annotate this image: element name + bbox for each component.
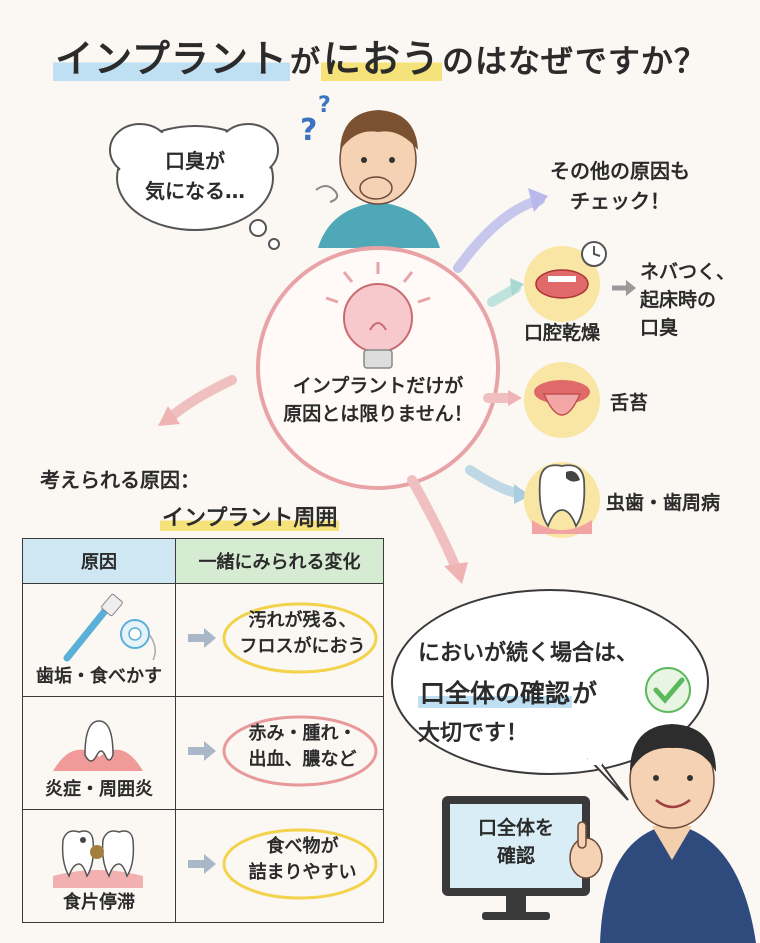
cause-label: 食片停滞 — [63, 892, 135, 913]
other-causes-heading: その他の原因も チェック！ — [520, 156, 720, 216]
dry-mouth-label: 口腔乾燥 — [523, 322, 600, 344]
change-cell: 食べ物が 詰まりやすい — [175, 809, 384, 923]
cause-cell: 炎症・周囲炎 — [22, 696, 176, 810]
change-line1: 食べ物が — [266, 836, 339, 857]
thought-cloud-icon — [109, 123, 280, 250]
food-between-teeth-icon — [53, 830, 143, 888]
change-cell: 赤み・腫れ・ 出血、膿など — [175, 696, 384, 810]
monitor-icon — [442, 796, 590, 920]
decayed-tooth-icon — [524, 462, 600, 538]
svg-text:?: ? — [318, 93, 331, 118]
table-header-row: 原因 一緒にみられる変化 — [22, 538, 384, 584]
other-causes-line2: チェック！ — [570, 189, 670, 213]
dry-mouth-note-line3: 口臭 — [640, 317, 679, 339]
thought-line2: 気になる… — [145, 179, 245, 203]
change-text: 汚れが残る、 フロスがにおう — [228, 608, 377, 660]
monitor-line1: 口全体を — [477, 817, 554, 839]
arrow-right-icon — [188, 854, 216, 874]
monitor-line2: 確認 — [496, 845, 535, 867]
title-part4: のはなぜですか？ — [441, 42, 707, 80]
change-cell: 汚れが残る、 フロスがにおう — [175, 583, 384, 697]
dry-mouth-note: ネバつく、 起床時の 口臭 — [640, 258, 750, 342]
tongue-icon — [524, 362, 600, 438]
center-line2: 原因とは限りません！ — [283, 403, 473, 425]
cause-cell: 歯垢・食べかす — [22, 583, 176, 697]
header-change: 一緒にみられる変化 — [175, 538, 384, 584]
speech-line2: 口全体の確認が — [418, 674, 688, 714]
tongue-label: 舌苔 — [610, 392, 649, 414]
highlight-loop — [222, 602, 378, 674]
title-part2: が — [289, 45, 321, 80]
change-text: 食べ物が 詰まりやすい — [228, 834, 377, 886]
arrow-right-icon — [188, 628, 216, 648]
doctor-icon — [569, 724, 756, 943]
possible-causes-line2: インプラント周囲 — [160, 500, 340, 532]
change-line2: フロスがにおう — [239, 636, 366, 657]
other-causes-line1: その他の原因も — [550, 159, 690, 183]
change-line1: 赤み・腫れ・ — [248, 723, 357, 744]
inflamed-gum-icon — [53, 720, 143, 771]
center-line1: インプラントだけが — [292, 375, 464, 397]
center-text: インプラントだけが 原因とは限りません！ — [268, 372, 488, 428]
change-line2: 詰まりやすい — [248, 862, 357, 883]
speech-line3: 大切です！ — [418, 721, 529, 746]
arrow-right-icon — [188, 741, 216, 761]
page-title: インプラントがにおうのはなぜですか？ — [0, 28, 760, 83]
table-row: 歯垢・食べかす 汚れが残る、 フロスがにおう — [22, 583, 384, 697]
change-line1: 汚れが残る、 — [248, 610, 357, 631]
change-line2: 出血、膿など — [248, 749, 357, 770]
dry-mouth-note-line2: 起床時の — [640, 289, 717, 311]
title-part3: におう — [320, 37, 442, 81]
title-part1: インプラント — [53, 37, 290, 81]
svg-text:?: ? — [300, 113, 317, 148]
change-text: 赤み・腫れ・ 出血、膿など — [228, 721, 377, 773]
check-circle-icon — [645, 667, 691, 713]
toothbrush-floss-icon — [63, 593, 156, 662]
cause-label: 炎症・周囲炎 — [45, 779, 153, 800]
thought-line1: 口臭が — [165, 149, 225, 173]
light-bulb-icon — [325, 262, 431, 369]
highlight-loop — [222, 715, 378, 787]
cause-table: 原因 一緒にみられる変化 歯垢・食べかす 汚れが残る、 フロスがにおう — [22, 538, 384, 923]
possible-causes-line1: 考えられる原因： — [40, 468, 200, 492]
speech-text: においが続く場合は、 口全体の確認が 大切です！ — [418, 634, 688, 754]
highlight-loop — [222, 828, 378, 900]
table-row: 炎症・周囲炎 赤み・腫れ・ 出血、膿など — [22, 696, 384, 810]
monitor-text: 口全体を 確認 — [450, 814, 582, 870]
dry-mouth-note-line1: ネバつく、 — [640, 261, 736, 283]
speech-highlight: 口全体の確認 — [418, 679, 573, 708]
possible-causes-highlight: インプラント周囲 — [160, 506, 340, 531]
cause-label: 歯垢・食べかす — [36, 666, 162, 687]
decay-label: 虫歯・歯周病 — [606, 492, 721, 514]
speech-line1: においが続く場合は、 — [418, 641, 639, 666]
thought-bubble-text: 口臭が 気になる… — [140, 146, 250, 206]
worried-person-icon: ? ? — [300, 93, 440, 248]
dry-mouth-icon — [524, 241, 636, 322]
speech-line2-suffix: が — [572, 679, 598, 708]
cause-cell: 食片停滞 — [22, 809, 176, 923]
header-cause: 原因 — [22, 538, 176, 584]
table-row: 食片停滞 食べ物が 詰まりやすい — [22, 809, 384, 923]
